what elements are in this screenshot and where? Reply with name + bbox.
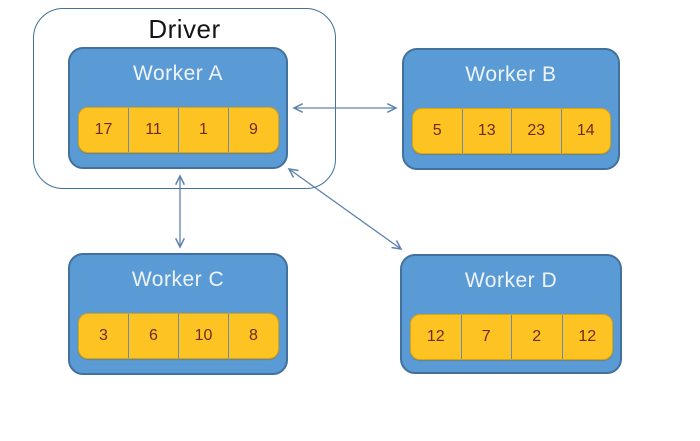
worker-b-partition: 5 13 23 14 (412, 108, 611, 154)
worker-b-cell-3: 14 (560, 109, 611, 153)
worker-c-cell-0: 3 (99, 327, 108, 344)
worker-c-box: Worker C 3 6 10 8 (68, 253, 288, 375)
worker-a-cell-1: 11 (128, 108, 178, 152)
worker-a-cell-2: 1 (178, 108, 228, 152)
driver-label: Driver (148, 14, 221, 44)
worker-d-cell-3: 12 (561, 315, 613, 359)
worker-d-partition: 12 7 2 12 (410, 314, 613, 360)
worker-c-title: Worker C (131, 268, 225, 291)
worker-b-title: Worker B (465, 63, 557, 86)
worker-b-cell-2: 23 (511, 109, 561, 153)
worker-a-partition: 17 11 1 9 (78, 107, 279, 153)
worker-c-partition: 3 6 10 8 (78, 313, 279, 359)
worker-c-cell-1: 6 (128, 314, 178, 358)
worker-b-cell-0: 5 (432, 122, 442, 139)
worker-a-box: Worker A 17 11 1 9 (68, 47, 288, 169)
worker-a-cell-3: 9 (228, 108, 278, 152)
worker-d-box: Worker D 12 7 2 12 (400, 254, 622, 374)
worker-b-cell-1: 13 (461, 109, 512, 153)
worker-a-cell-0: 17 (94, 121, 113, 138)
worker-d-title: Worker D (464, 269, 558, 292)
worker-b-box: Worker B 5 13 23 14 (402, 48, 620, 170)
worker-d-cell-2: 2 (511, 315, 562, 359)
worker-d-cell-0: 12 (426, 328, 445, 345)
worker-d-cell-1: 7 (460, 315, 512, 359)
worker-a-title: Worker A (133, 62, 223, 85)
worker-c-cell-3: 8 (228, 314, 278, 358)
worker-c-cell-2: 10 (178, 314, 228, 358)
